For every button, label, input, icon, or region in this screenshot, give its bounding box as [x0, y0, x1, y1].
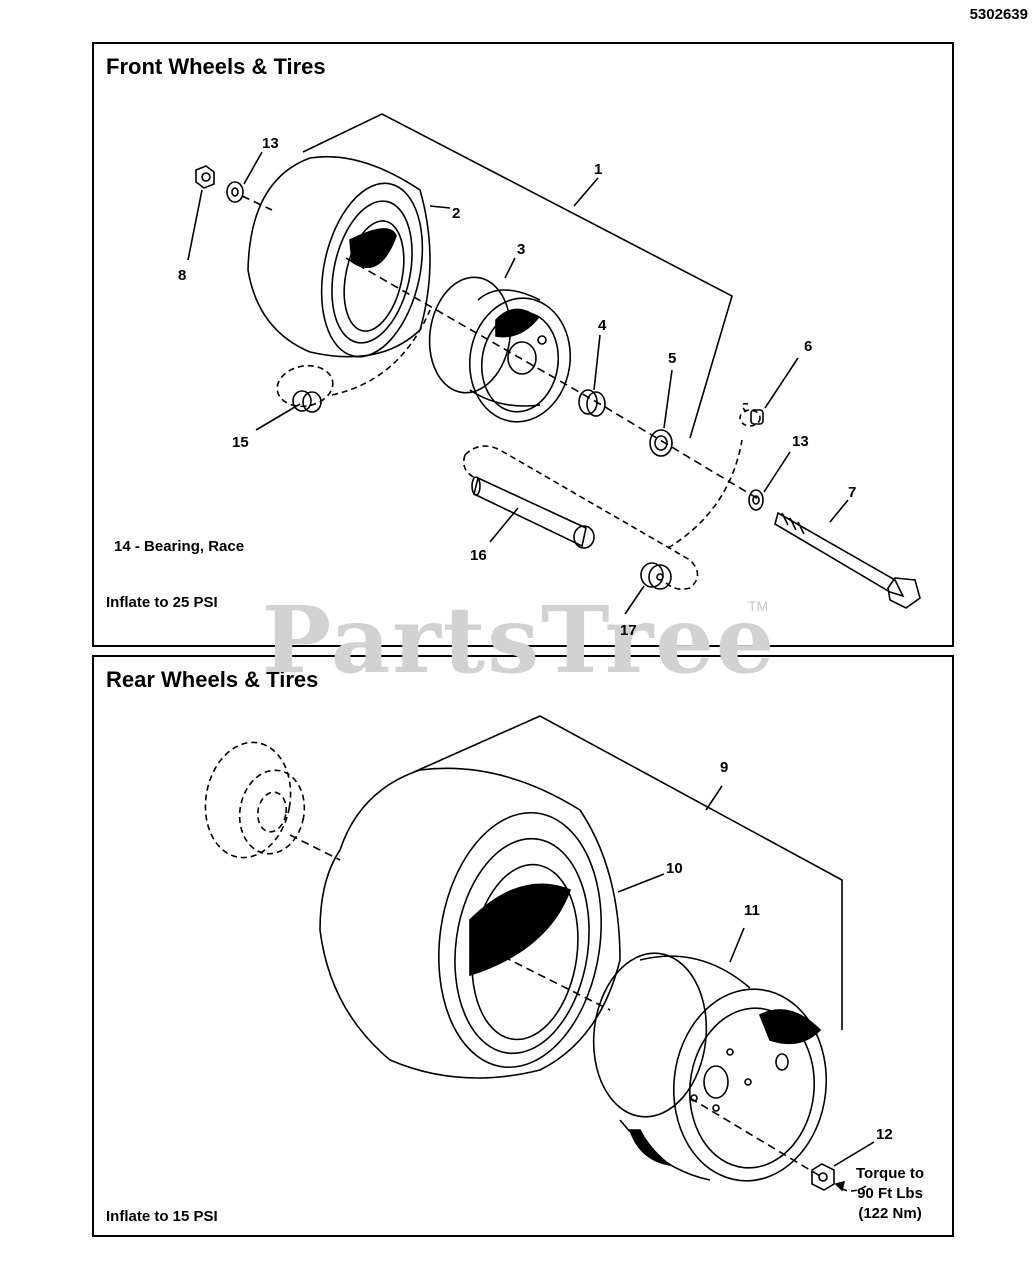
callout-1: 1 — [594, 161, 602, 178]
rear-assembly-bracket — [413, 715, 843, 1030]
callout-7: 7 — [848, 484, 856, 501]
torque-line-1: Torque to — [856, 1165, 925, 1182]
front-panel-title: Front Wheels & Tires — [106, 54, 326, 79]
front-axle-bolt — [774, 511, 921, 609]
torque-note: Torque to 90 Ft Lbs (122 Nm) — [856, 1164, 924, 1224]
callout-9: 9 — [720, 759, 728, 776]
callout-5: 5 — [668, 350, 676, 367]
callout-11: 11 — [744, 902, 760, 919]
callout-13-left: 13 — [262, 135, 279, 152]
callout-17: 17 — [620, 622, 637, 639]
front-washer-left — [226, 181, 244, 203]
callout-8: 8 — [178, 267, 186, 284]
callout-12: 12 — [876, 1126, 893, 1143]
rear-panel-title: Rear Wheels & Tires — [106, 667, 319, 692]
front-washer-right — [748, 489, 764, 511]
rear-rim — [592, 952, 828, 1182]
callout-13-right: 13 — [792, 433, 809, 450]
rear-inflate-note: Inflate to 15 PSI — [106, 1208, 218, 1225]
spacer-17 — [640, 562, 672, 590]
front-tire — [247, 155, 431, 358]
watermark-tm: TM — [748, 598, 769, 614]
spacer-tube — [471, 476, 595, 549]
front-assembly-bracket — [302, 113, 733, 439]
torque-line-3: (122 Nm) — [858, 1205, 922, 1222]
rear-tire — [319, 767, 621, 1079]
torque-line-2: 90 Ft Lbs — [857, 1185, 923, 1202]
callout-2: 2 — [452, 205, 460, 222]
document-number: 5302639 — [969, 6, 1028, 23]
front-rim — [428, 276, 572, 423]
watermark: PartsTree — [262, 586, 777, 694]
front-nut — [195, 165, 215, 189]
callout-labels: 1 2 3 4 5 6 7 8 13 13 15 16 17 9 10 11 1… — [178, 135, 893, 1143]
callout-16: 16 — [470, 547, 487, 564]
callout-4: 4 — [598, 317, 607, 334]
rear-hub — [204, 741, 306, 859]
bearing-note: 14 - Bearing, Race — [114, 538, 245, 555]
rear-wheels-panel: Rear Wheels & Tires Inflate to 15 PSI To… — [92, 655, 954, 1237]
grease-fitting — [750, 409, 764, 425]
callout-15: 15 — [232, 434, 249, 451]
callout-3: 3 — [517, 241, 525, 258]
front-wheels-panel: Front Wheels & Tires 14 - Bearing, Race … — [92, 42, 954, 647]
front-inflate-note: Inflate to 25 PSI — [106, 594, 218, 611]
front-bearing-left — [292, 390, 322, 413]
callout-10: 10 — [666, 860, 683, 877]
callout-6: 6 — [804, 338, 812, 355]
front-washer — [649, 429, 673, 457]
rear-nut — [811, 1163, 835, 1191]
